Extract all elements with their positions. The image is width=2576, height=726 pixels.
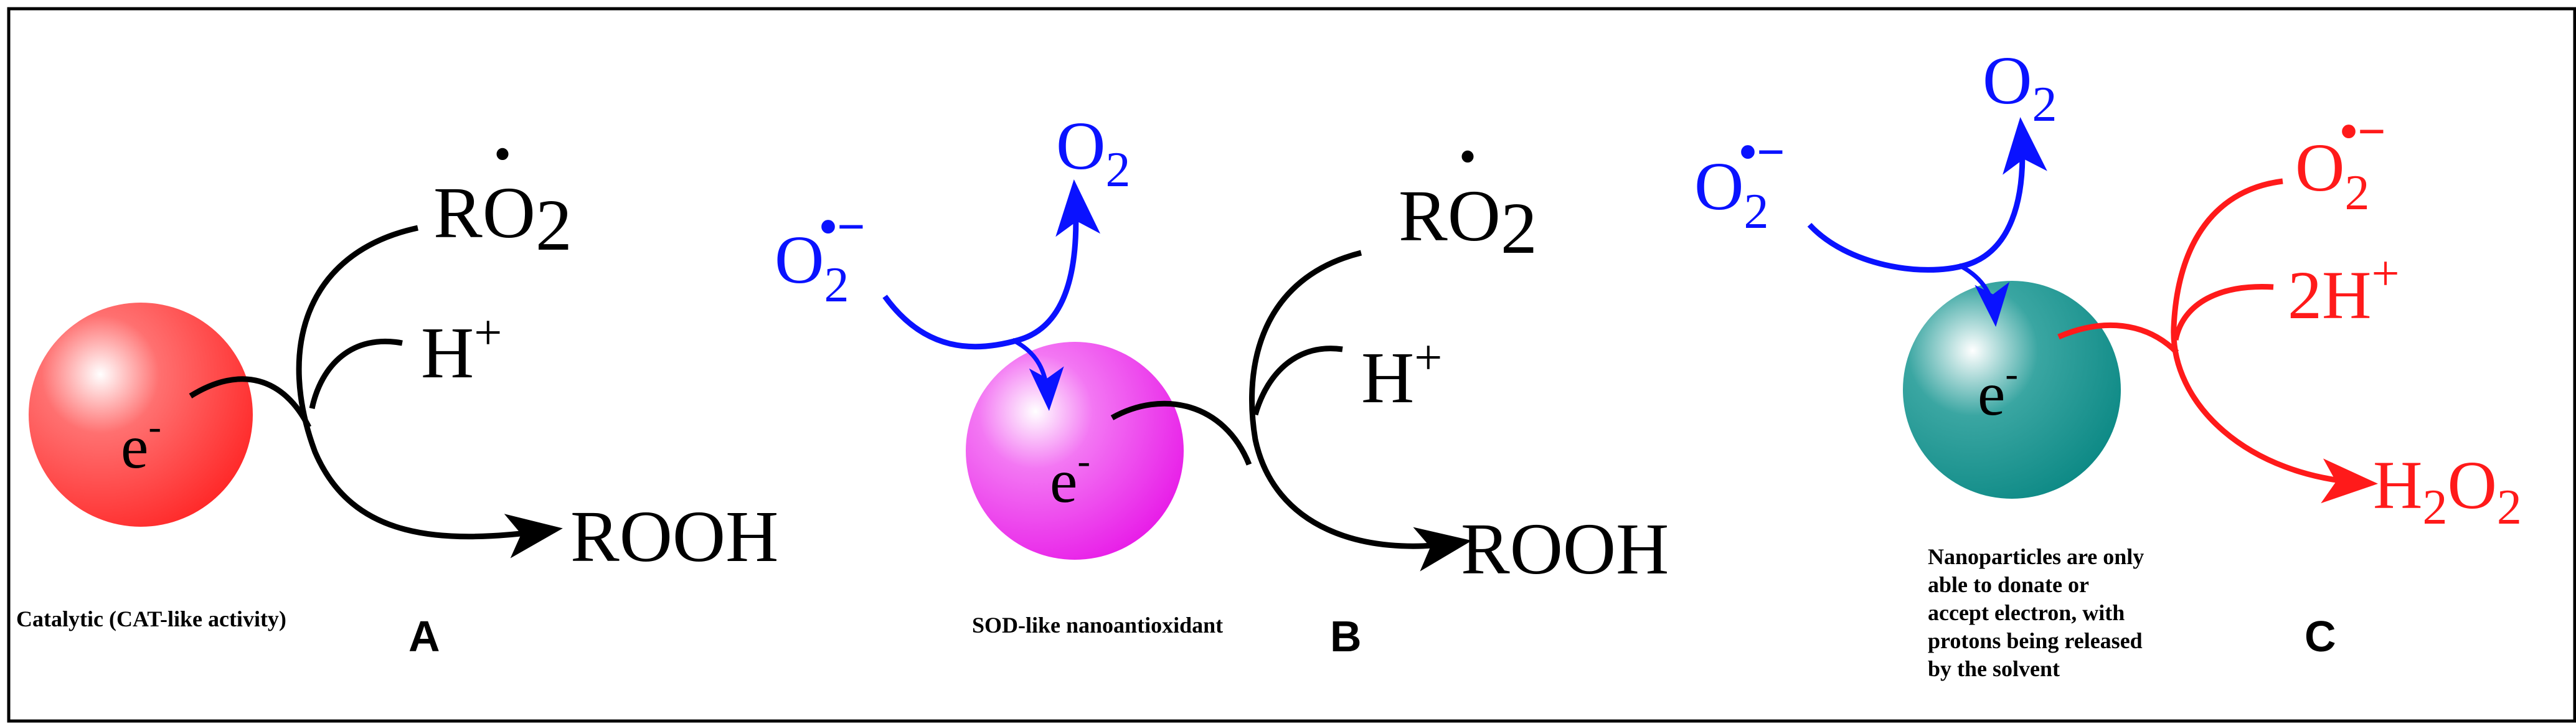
panel-caption: Catalytic (CAT-like activity) <box>16 606 286 631</box>
electron-arrow <box>1110 400 1252 466</box>
product-rooh: ROOH <box>570 496 778 577</box>
panel-b: e- O2 •− O2 RO2 • H+ ROOH SOD-like nanoa… <box>775 108 1669 661</box>
panel-a: e- RO2 • H+ ROOH Catalytic (CAT-like act… <box>16 127 778 661</box>
radical-dot: • <box>494 127 511 182</box>
product-hydrogen-peroxide: H2O2 <box>2373 447 2522 535</box>
reactant-proton: H+ <box>1361 331 1442 418</box>
panel-label-b: B <box>1330 612 1362 661</box>
reactant-protons: 2H+ <box>2288 247 2400 333</box>
reaction-diagram: e- RO2 • H+ ROOH Catalytic (CAT-like act… <box>7 7 2576 723</box>
electron-transfer-arrow <box>1958 263 2010 327</box>
panel-label-a: A <box>408 612 440 661</box>
superoxide-charge: •− <box>819 200 866 255</box>
reaction-arrow <box>1249 250 1472 572</box>
nanoparticle-sphere <box>29 303 253 527</box>
side-product-oxygen: O2 <box>1056 108 1130 197</box>
panel-caption: SOD-like nanoantioxidant <box>972 613 1223 638</box>
side-reactant-superoxide: O2 <box>775 222 849 313</box>
superoxide-arrow <box>1807 117 2047 273</box>
reactant-superoxide: O2 <box>2295 130 2369 220</box>
reactant-ro2-radical: RO2 <box>433 172 572 266</box>
electron-arrow <box>189 376 312 429</box>
electron-label: e- <box>1050 440 1090 516</box>
product-rooh: ROOH <box>1461 508 1669 590</box>
panel-label-c: C <box>2305 612 2336 661</box>
nanoparticle-sphere <box>966 342 1184 560</box>
panel-caption: Nanoparticles are only able to donate or… <box>1928 544 2149 681</box>
proton-arrow <box>309 338 403 409</box>
superoxide-charge: •− <box>2340 105 2386 159</box>
reactant-ro2-radical: RO2 <box>1399 175 1537 269</box>
side-reactant-superoxide: O2 <box>1694 148 1768 239</box>
reaction-arrow <box>296 225 563 559</box>
radical-dot: • <box>1459 130 1476 184</box>
reactant-proton: H+ <box>421 306 502 394</box>
superoxide-charge: •− <box>1739 125 1785 180</box>
proton-arrow <box>2173 283 2274 341</box>
figure-frame: e- RO2 • H+ ROOH Catalytic (CAT-like act… <box>4 4 2576 723</box>
electron-transfer-arrow <box>1011 337 1064 411</box>
electron-label: e- <box>121 406 161 481</box>
proton-arrow <box>1252 346 1343 416</box>
electron-label: e- <box>1978 353 2018 428</box>
electron-arrow <box>2057 322 2179 355</box>
panel-c: e- O2 •− O2 O2 •− 2H+ H2O2 Nanoparticles… <box>1694 42 2522 681</box>
side-product-oxygen: O2 <box>1983 42 2057 132</box>
superoxide-arrow <box>882 179 1101 350</box>
figure-border <box>7 7 2576 723</box>
